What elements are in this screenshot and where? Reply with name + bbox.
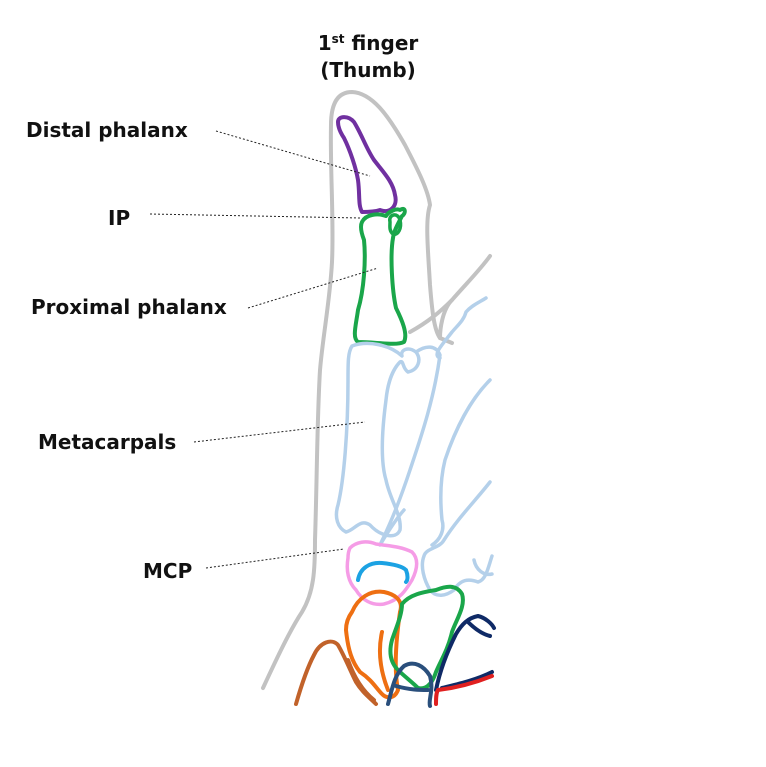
leader-mcp (205, 548, 345, 569)
leader-metacarpals (193, 421, 366, 443)
third-metacarpal-bone (420, 480, 494, 597)
title-ordinal: st (331, 32, 345, 46)
label-distal-phalanx: Distal phalanx (26, 118, 188, 142)
diagram-title: 1st finger (Thumb) (290, 30, 446, 84)
label-mcp: MCP (143, 559, 193, 583)
carpal-red (434, 674, 494, 706)
leader-distal-phalanx (215, 130, 371, 177)
mcp-joint-pink (345, 540, 419, 607)
title-number: 1 (317, 31, 332, 55)
trapezoid-bone (388, 584, 465, 691)
title-finger: finger (344, 31, 419, 55)
label-proximal-phalanx: Proximal phalanx (31, 295, 227, 319)
mcp-joint-blue (356, 560, 410, 584)
label-metacarpals: Metacarpals (38, 430, 177, 454)
second-metacarpal-bone (378, 296, 492, 547)
leader-proximal-phalanx (247, 267, 379, 309)
leader-ip (149, 213, 361, 219)
proximal-phalanx-bone (352, 206, 408, 346)
title-line-1: 1st finger (290, 30, 446, 57)
distal-phalanx-bone (336, 115, 398, 214)
label-ip: IP (108, 206, 131, 230)
thumb-outline (261, 90, 492, 690)
first-metacarpal-bone (334, 341, 421, 538)
title-line-2: (Thumb) (320, 58, 416, 82)
sesamoid-bone (388, 213, 403, 237)
carpal-brown (294, 639, 378, 706)
leader-lines (149, 130, 379, 569)
capitate-bone (386, 661, 434, 708)
